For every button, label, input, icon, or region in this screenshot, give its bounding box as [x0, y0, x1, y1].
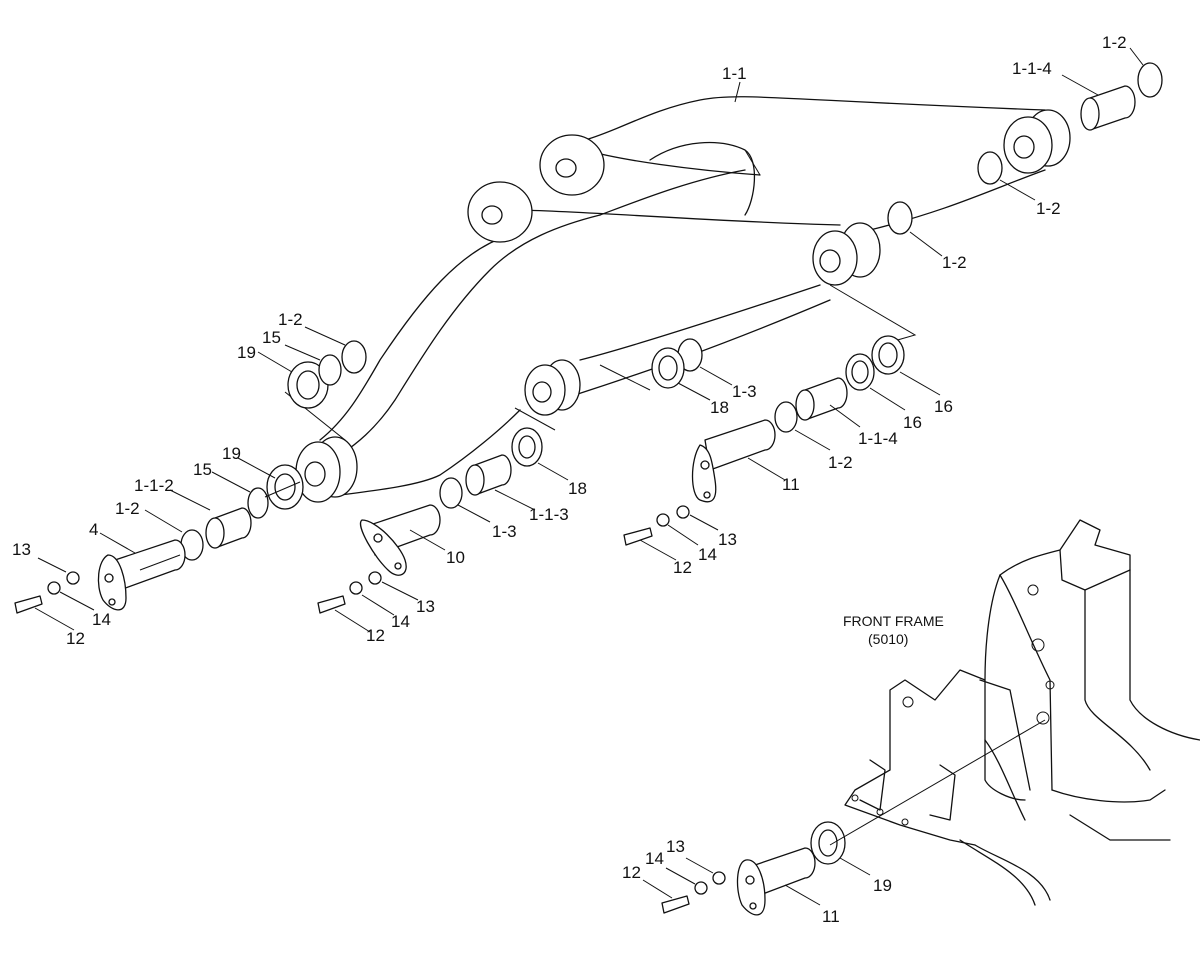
callout-12-center: 12 — [366, 626, 385, 645]
callout-1-2-lower: 1-2 — [115, 499, 140, 518]
frame-ref: (5010) — [868, 631, 908, 647]
front-frame — [844, 519, 1200, 906]
washer-14-left — [47, 581, 61, 595]
callout-12-bottom: 12 — [622, 863, 641, 882]
callout-10: 10 — [446, 548, 465, 567]
callout-11-bottom: 11 — [822, 907, 840, 926]
leaders — [34, 47, 1144, 906]
callout-1-1-2: 1-1-2 — [134, 476, 174, 495]
ring-1-2-left — [341, 340, 367, 374]
seal-15-center — [247, 487, 269, 519]
bolt-12-mid — [623, 527, 653, 546]
callout-1-2-mid: 1-2 — [828, 453, 853, 472]
callout-19-bottom: 19 — [873, 876, 892, 895]
callout-1-2-upper-right: 1-2 — [1036, 199, 1061, 218]
callout-1-3-lower: 1-3 — [492, 522, 517, 541]
callout-19-center: 19 — [222, 444, 241, 463]
bushing-1-1-4-top — [1089, 85, 1136, 131]
frame-title: FRONT FRAME — [843, 613, 944, 629]
ring-1-2-upper-right — [977, 151, 1003, 185]
callout-14-mid: 14 — [698, 545, 717, 564]
washer-14-center — [349, 581, 363, 595]
nut-13-left — [66, 571, 80, 585]
callout-13-center: 13 — [416, 597, 435, 616]
pin-11-upper — [704, 419, 776, 471]
callout-1-1: 1-1 — [722, 64, 747, 83]
callout-1-3-upper: 1-3 — [732, 382, 757, 401]
bolt-12-center — [317, 595, 346, 614]
ring-1-2-mid-right — [887, 201, 913, 235]
callout-19-left: 19 — [237, 343, 256, 362]
callout-1-1-4-top: 1-1-4 — [1012, 59, 1052, 78]
callout-4: 4 — [89, 520, 98, 539]
callout-15-left: 15 — [262, 328, 281, 347]
callout-1-2-mid-right: 1-2 — [942, 253, 967, 272]
washer-14-bottom — [694, 881, 708, 895]
callout-12-mid: 12 — [673, 558, 692, 577]
ring-1-3-lower — [439, 477, 463, 509]
callout-1-1-4-mid: 1-1-4 — [858, 429, 898, 448]
bolt-12-left — [14, 595, 43, 614]
lift-arm — [284, 96, 1071, 503]
callout-16-b: 16 — [903, 413, 922, 432]
callout-1-2-top: 1-2 — [1102, 33, 1127, 52]
callout-13-mid: 13 — [718, 530, 737, 549]
bolt-12-bottom — [661, 895, 690, 914]
callout-11-upper: 11 — [782, 475, 800, 494]
pin-4 — [114, 539, 186, 591]
pin-11-bottom — [754, 847, 816, 896]
callout-15-center: 15 — [193, 460, 212, 479]
ring-1-2-top — [1137, 62, 1163, 98]
callout-1-1-3: 1-1-3 — [529, 505, 569, 524]
callout-16-a: 16 — [934, 397, 953, 416]
callout-14-left: 14 — [92, 610, 111, 629]
callout-14-bottom: 14 — [645, 849, 664, 868]
nut-13-center — [368, 571, 382, 585]
callout-18-lower: 18 — [568, 479, 587, 498]
callout-14-center: 14 — [391, 612, 410, 631]
callout-13-left: 13 — [12, 540, 31, 559]
callouts: FRONT FRAME (5010) 1-1 1-2 1-1-4 1-2 1-2… — [12, 33, 1127, 926]
parts — [14, 62, 1163, 916]
callout-12-left: 12 — [66, 629, 85, 648]
bushing-1-1-4-mid — [804, 377, 848, 421]
washer-14-mid — [656, 513, 670, 527]
callout-13-bottom: 13 — [666, 837, 685, 856]
seal-15-left — [318, 354, 342, 386]
nut-13-bottom — [712, 871, 726, 885]
callout-1-2-left: 1-2 — [278, 310, 303, 329]
nut-13-mid — [676, 505, 690, 519]
ring-1-2-mid — [774, 401, 798, 433]
callout-18-upper: 18 — [710, 398, 729, 417]
